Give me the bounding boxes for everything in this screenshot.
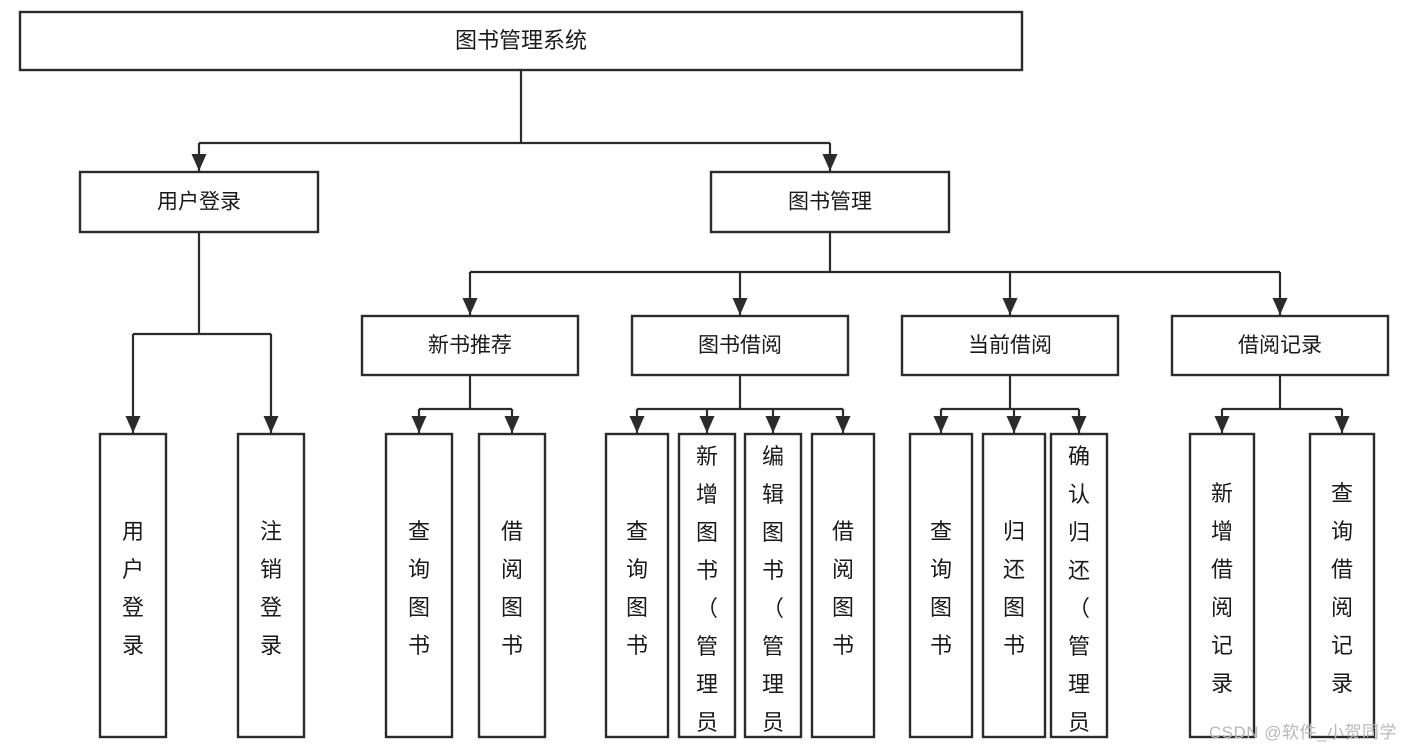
leaf-label: 确认归还（管理员） bbox=[1068, 444, 1090, 747]
node-root[interactable]: 图书管理系统 bbox=[18, 10, 1024, 72]
node-label: 当前借阅 bbox=[968, 334, 1052, 357]
leaf-box bbox=[604, 432, 670, 739]
node-borrow-record[interactable]: 借阅记录 bbox=[1170, 314, 1390, 377]
arrow-head-icon bbox=[1272, 298, 1288, 315]
leaf-box bbox=[981, 432, 1047, 739]
arrow-head-icon bbox=[933, 416, 949, 433]
node-label: 图书管理系统 bbox=[455, 28, 587, 53]
node-box bbox=[900, 314, 1120, 377]
arrow-head-icon bbox=[1006, 416, 1022, 433]
node-label: 新书推荐 bbox=[428, 334, 512, 357]
node-current-borrow[interactable]: 当前借阅 bbox=[900, 314, 1120, 377]
leaf-leaf-edit-book[interactable]: 编辑图书（管理员） bbox=[743, 432, 803, 747]
leaf-leaf-user-login[interactable]: 用户登录 bbox=[98, 432, 168, 739]
leaf-label: 注销登录 bbox=[260, 519, 282, 658]
node-label: 用户登录 bbox=[157, 191, 241, 214]
arrow-head-icon bbox=[504, 416, 520, 433]
node-box bbox=[18, 10, 1024, 72]
arrow-head-icon bbox=[462, 298, 478, 315]
leaf-box bbox=[677, 432, 737, 739]
arrow-head-icon bbox=[191, 154, 207, 171]
leaf-label: 编辑图书（管理员） bbox=[762, 444, 784, 747]
arrow-head-icon bbox=[263, 416, 279, 433]
leaf-label: 归还图书 bbox=[1003, 519, 1025, 658]
leaf-box bbox=[477, 432, 547, 739]
node-book-borrow[interactable]: 图书借阅 bbox=[630, 314, 850, 377]
arrow-head-icon bbox=[629, 416, 645, 433]
leaf-label: 查询图书 bbox=[626, 519, 648, 658]
arrow-head-icon bbox=[411, 416, 427, 433]
arrow-head-icon bbox=[1214, 416, 1230, 433]
arrow-head-icon bbox=[1071, 416, 1087, 433]
leaf-leaf-query-book-b[interactable]: 查询图书 bbox=[604, 432, 670, 739]
arrow-head-icon bbox=[822, 154, 838, 171]
arrow-head-icon bbox=[1002, 298, 1018, 315]
leaf-leaf-borrow-book-rec[interactable]: 借阅图书 bbox=[477, 432, 547, 739]
leaf-label: 新增图书（管理员） bbox=[696, 444, 718, 747]
node-label: 图书管理 bbox=[788, 191, 872, 214]
arrow-head-icon bbox=[125, 416, 141, 433]
leaf-leaf-logout[interactable]: 注销登录 bbox=[236, 432, 306, 739]
arrow-head-icon bbox=[699, 416, 715, 433]
arrow-head-icon bbox=[835, 416, 851, 433]
leaf-leaf-add-book[interactable]: 新增图书（管理员） bbox=[677, 432, 737, 747]
leaf-box bbox=[236, 432, 306, 739]
leaf-box bbox=[810, 432, 876, 739]
node-label: 图书借阅 bbox=[698, 334, 782, 357]
leaf-label: 查询借阅记录 bbox=[1331, 481, 1353, 696]
leaf-box bbox=[908, 432, 974, 739]
node-book-manage[interactable]: 图书管理 bbox=[709, 170, 951, 234]
node-label: 借阅记录 bbox=[1238, 334, 1322, 357]
leaf-label: 查询图书 bbox=[930, 519, 952, 658]
leaf-box bbox=[1188, 432, 1256, 739]
arrow-head-icon bbox=[765, 416, 781, 433]
node-box bbox=[709, 170, 951, 234]
leaf-label: 新增借阅记录 bbox=[1211, 481, 1233, 696]
leaf-box bbox=[743, 432, 803, 739]
leaf-box bbox=[98, 432, 168, 739]
node-box bbox=[630, 314, 850, 377]
node-box bbox=[1170, 314, 1390, 377]
leaf-leaf-query-book-rec[interactable]: 查询图书 bbox=[384, 432, 454, 739]
node-user-login[interactable]: 用户登录 bbox=[78, 170, 320, 234]
leaf-label: 借阅图书 bbox=[501, 519, 523, 658]
leaf-label: 查询图书 bbox=[408, 519, 430, 658]
leaf-leaf-add-record[interactable]: 新增借阅记录 bbox=[1188, 432, 1256, 739]
arrow-head-icon bbox=[732, 298, 748, 315]
leaf-leaf-query-record[interactable]: 查询借阅记录 bbox=[1308, 432, 1376, 739]
leaf-label: 借阅图书 bbox=[832, 519, 854, 658]
leaf-leaf-borrow-book-b[interactable]: 借阅图书 bbox=[810, 432, 876, 739]
node-new-book-rec[interactable]: 新书推荐 bbox=[360, 314, 580, 377]
leaf-box bbox=[1049, 432, 1109, 739]
leaf-leaf-return-book[interactable]: 归还图书 bbox=[981, 432, 1047, 739]
leaf-box bbox=[1308, 432, 1376, 739]
node-box bbox=[78, 170, 320, 234]
leaf-leaf-query-book-c[interactable]: 查询图书 bbox=[908, 432, 974, 739]
leaf-label: 用户登录 bbox=[122, 519, 144, 658]
leaf-leaf-confirm-return[interactable]: 确认归还（管理员） bbox=[1049, 432, 1109, 747]
leaf-box bbox=[384, 432, 454, 739]
csdn-watermark: CSDN @软件_小贺同学 bbox=[1208, 723, 1397, 742]
node-box bbox=[360, 314, 580, 377]
arrow-head-icon bbox=[1334, 416, 1350, 433]
